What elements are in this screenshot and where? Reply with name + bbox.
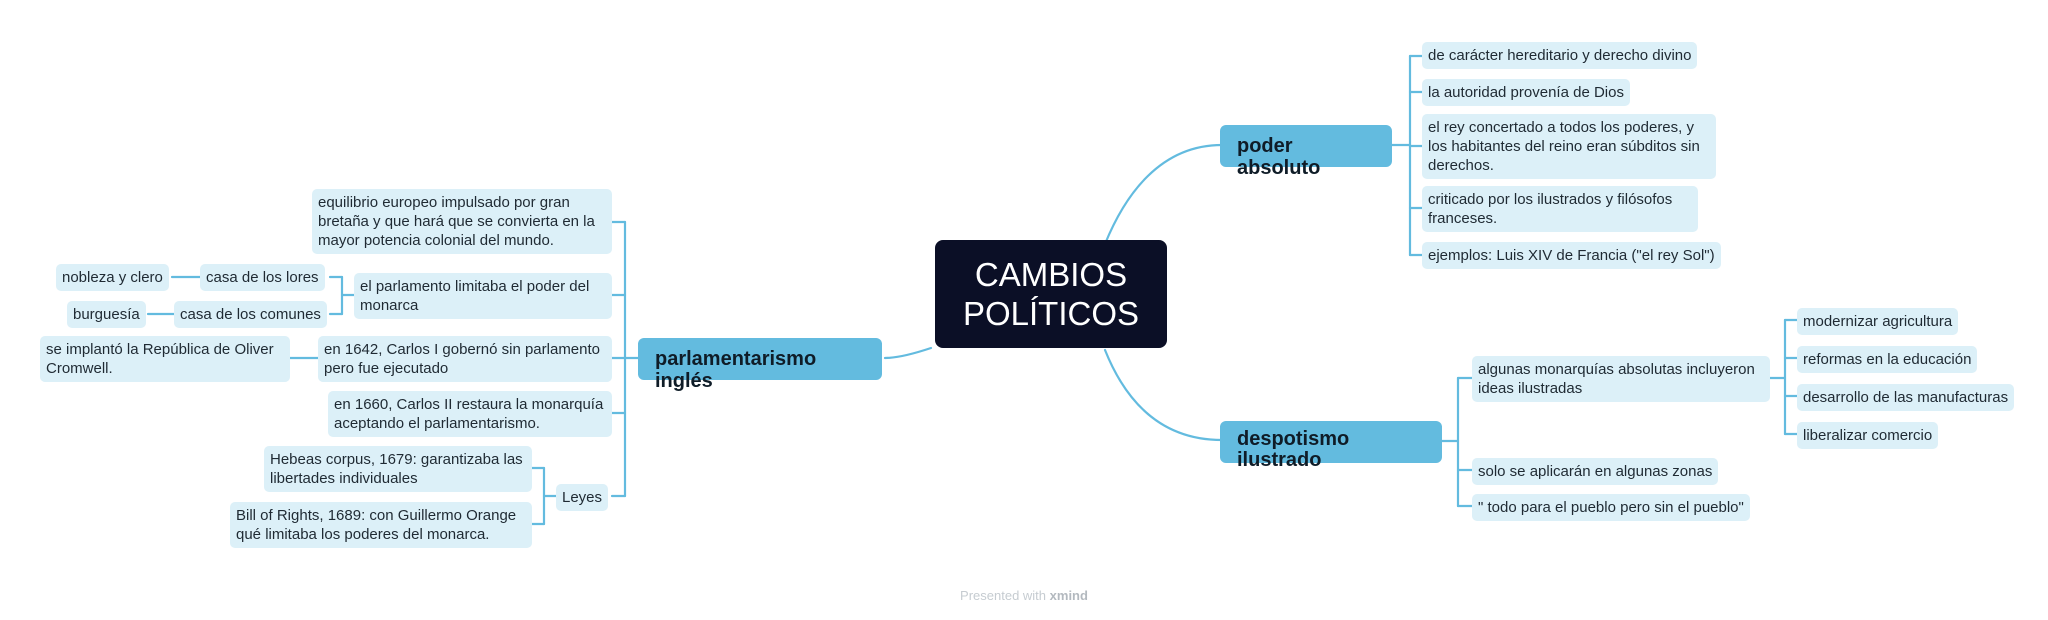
topic-ejemplos[interactable]: ejemplos: Luis XIV de Francia ("el rey S… (1422, 242, 1721, 269)
branch-parlamentarismo-ingles[interactable]: parlamentarismo inglés (638, 338, 882, 392)
topic-label: liberalizar comercio (1803, 427, 1933, 444)
topic-label: solo se aplicarán en algunas zonas (1478, 463, 1713, 480)
topic-label: reformas en la educación (1803, 351, 1972, 368)
topic-republica-cromwell[interactable]: se implantó la República de Oliver Cromw… (40, 336, 290, 382)
topic-label: Bill of Rights, 1689: con Guillermo Oran… (236, 507, 517, 543)
topic-hereditario[interactable]: de carácter hereditario y derecho divino (1422, 42, 1698, 69)
topic-liberalizar-comercio[interactable]: liberalizar comercio (1797, 422, 1939, 449)
topic-hebeas-corpus[interactable]: Hebeas corpus, 1679: garantizaba las lib… (264, 446, 532, 492)
topic-casa-de-los-comunes[interactable]: casa de los comunes (174, 301, 327, 328)
topic-algunas-zonas[interactable]: solo se aplicarán en algunas zonas (1472, 458, 1719, 485)
topic-label: en 1642, Carlos I gobernó sin parlamento… (324, 341, 601, 377)
topic-todo-para-el-pueblo[interactable]: " todo para el pueblo pero sin el pueblo… (1472, 494, 1750, 521)
topic-label: ejemplos: Luis XIV de Francia ("el rey S… (1428, 247, 1715, 264)
topic-parlamento-limitaba[interactable]: el parlamento limitaba el poder del mona… (354, 273, 612, 319)
topic-reformas-educacion[interactable]: reformas en la educación (1797, 346, 1978, 373)
topic-label: desarrollo de las manufacturas (1803, 389, 2009, 406)
topic-label: en 1660, Carlos II restaura la monarquía… (334, 396, 604, 432)
topic-label: la autoridad provenía de Dios (1428, 84, 1624, 101)
central-topic[interactable]: CAMBIOS POLÍTICOS (935, 240, 1167, 348)
topic-monarquias-ilustradas[interactable]: algunas monarquías absolutas incluyeron … (1472, 356, 1770, 402)
topic-label: Leyes (562, 489, 603, 506)
topic-label: nobleza y clero (62, 269, 163, 286)
branch-label: despotismo ilustrado (1237, 428, 1350, 471)
topic-equilibrio-europeo[interactable]: equilibrio europeo impulsado por gran br… (312, 189, 612, 254)
topic-label: el rey concertado a todos los poderes, y… (1428, 119, 1700, 174)
branch-label: parlamentarismo inglés (655, 348, 817, 392)
topic-bill-of-rights[interactable]: Bill of Rights, 1689: con Guillermo Oran… (230, 502, 532, 548)
branch-poder-absoluto[interactable]: poder absoluto (1220, 125, 1392, 179)
topic-carlos-ii[interactable]: en 1660, Carlos II restaura la monarquía… (328, 391, 612, 437)
topic-label: criticado por los ilustrados y filósofos… (1428, 191, 1673, 227)
topic-label: " todo para el pueblo pero sin el pueblo… (1478, 499, 1744, 516)
topic-label: de carácter hereditario y derecho divino (1428, 47, 1692, 64)
topic-label: modernizar agricultura (1803, 313, 1953, 330)
xmind-logo: xmind (1049, 588, 1088, 603)
topic-leyes[interactable]: Leyes (556, 484, 609, 511)
branch-despotismo-ilustrado[interactable]: despotismo ilustrado (1220, 421, 1442, 471)
branch-label: poder absoluto (1237, 135, 1321, 179)
topic-label: se implantó la República de Oliver Cromw… (46, 341, 274, 377)
topic-label: casa de los lores (206, 269, 319, 286)
topic-casa-de-los-lores[interactable]: casa de los lores (200, 264, 325, 291)
footer-prefix: Presented with (960, 588, 1047, 603)
topic-carlos-i[interactable]: en 1642, Carlos I gobernó sin parlamento… (318, 336, 612, 382)
topic-modernizar-agricultura[interactable]: modernizar agricultura (1797, 308, 1959, 335)
topic-nobleza-y-clero[interactable]: nobleza y clero (56, 264, 169, 291)
topic-label: el parlamento limitaba el poder del mona… (360, 278, 590, 314)
topic-label: burguesía (73, 306, 140, 323)
topic-criticado[interactable]: criticado por los ilustrados y filósofos… (1422, 186, 1698, 232)
topic-label: equilibrio europeo impulsado por gran br… (318, 194, 595, 249)
topic-burguesia[interactable]: burguesía (67, 301, 146, 328)
topic-label: algunas monarquías absolutas incluyeron … (1478, 361, 1755, 397)
topic-desarrollo-manufacturas[interactable]: desarrollo de las manufacturas (1797, 384, 2015, 411)
presented-with-footer: Presented with xmind (0, 588, 2048, 603)
central-topic-label: CAMBIOS POLÍTICOS (962, 256, 1140, 332)
topic-autoridad[interactable]: la autoridad provenía de Dios (1422, 79, 1630, 106)
topic-label: casa de los comunes (180, 306, 321, 323)
topic-rey-concertado[interactable]: el rey concertado a todos los poderes, y… (1422, 114, 1716, 179)
topic-label: Hebeas corpus, 1679: garantizaba las lib… (270, 451, 523, 487)
